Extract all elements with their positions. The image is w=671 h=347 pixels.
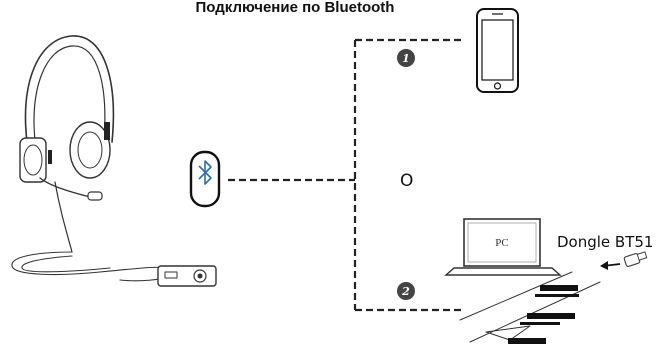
step-number-1: 1 [402, 52, 410, 65]
or-label: O [400, 171, 413, 191]
connection-lines [228, 38, 462, 312]
bluetooth-icon [189, 150, 221, 208]
usb-controller-icon [157, 265, 217, 287]
laptop-icon: PC [444, 218, 601, 343]
step-marker-1: 1 [397, 49, 415, 67]
pc-label: PC [495, 237, 508, 249]
arrow-left-icon [600, 261, 621, 270]
dongle-label: Dongle BT51 [557, 233, 653, 251]
headset-icon [11, 35, 173, 282]
smartphone-icon [476, 8, 519, 93]
diagram-title: Подключение по Bluetooth [196, 0, 395, 16]
usb-dongle-icon [623, 251, 648, 267]
laptop-base-shadow [508, 285, 579, 344]
step-number-2: 2 [401, 285, 410, 298]
step-marker-2: 2 [397, 282, 415, 300]
